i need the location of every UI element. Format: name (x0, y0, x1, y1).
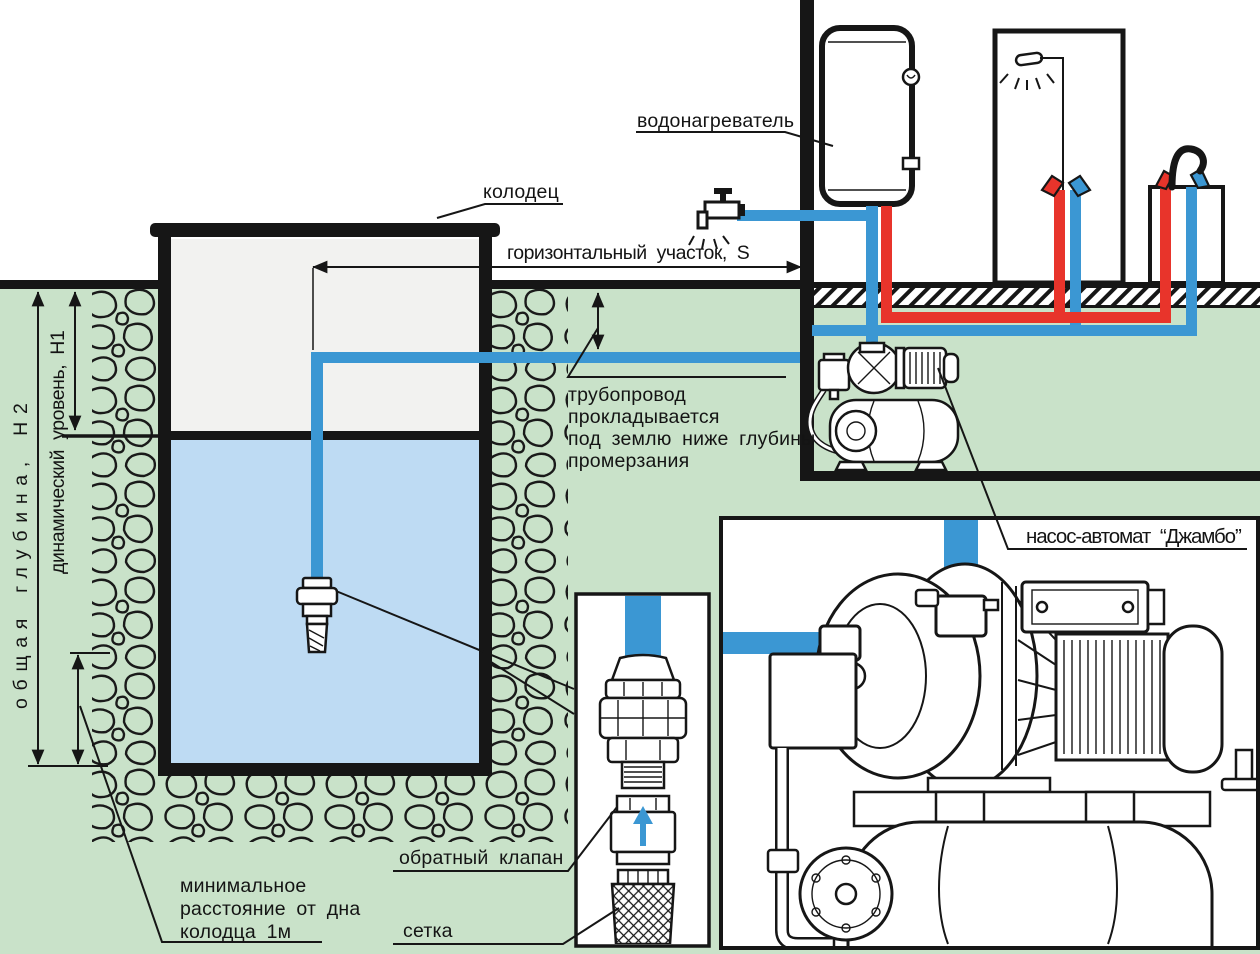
pump-label: насос-автомат “Джамбо” (1026, 525, 1242, 548)
stone-backfill (92, 289, 568, 842)
strainer-figure (610, 868, 676, 944)
sink-faucet-icon (1168, 145, 1207, 191)
check-valve-figure (609, 794, 677, 866)
well-water-line (171, 431, 479, 440)
svg-text:промерзания: промерзания (568, 450, 689, 472)
svg-text:трубопровод: трубопровод (568, 384, 686, 406)
svg-text:под землю ниже глубины: под землю ниже глубины (568, 428, 815, 450)
hot-water-pipes (881, 187, 1171, 323)
shower-hot-tap-icon (1040, 174, 1065, 198)
basement-floor (800, 471, 1260, 481)
suction-pipe (311, 352, 808, 580)
pipeline-note-label: трубопровод прокладывается под землю ниж… (568, 384, 815, 472)
valve-detail-box (574, 592, 711, 948)
svg-text:расстояние от дна: расстояние от дна (180, 898, 360, 920)
horizontal-section-label: горизонтальный участок, S (507, 242, 750, 264)
valve-box-pipe (625, 596, 661, 662)
water-heater (819, 25, 921, 207)
well-wall-right (479, 234, 492, 776)
shower-cold-tap-icon (1067, 174, 1092, 198)
shower-head-icon (999, 51, 1064, 192)
min-distance-label: минимальное расстояние от дна колодца 1м (180, 875, 360, 943)
heater-flange (901, 156, 921, 171)
svg-text:прокладывается: прокладывается (568, 406, 720, 428)
pump-station (806, 341, 960, 472)
pump-inlet-pipe (723, 632, 827, 654)
foot-valve-fitting (295, 576, 339, 654)
pump-detail-box (719, 516, 1260, 950)
ground-line-mid (492, 280, 802, 289)
ground-line-left (0, 280, 158, 289)
water-heater-label: водонагреватель (637, 110, 794, 132)
check-valve-label: обратный клапан (399, 847, 563, 869)
total-depth-label: общая глубина, Н2 (10, 403, 32, 709)
well (150, 223, 500, 776)
sink-cold-stub-icon (1189, 167, 1211, 190)
dynamic-level-label: динамический уровень, Н1 (47, 330, 69, 574)
dimension-arrows (28, 260, 802, 767)
well-bottom (158, 763, 492, 776)
svg-text:минимальное: минимальное (180, 875, 306, 897)
svg-text:колодца 1м: колодца 1м (180, 921, 291, 943)
well-label: колодец (483, 181, 559, 203)
heater-gauge-icon (901, 67, 921, 87)
wall-faucet-icon (688, 188, 745, 250)
leader-lines (79, 131, 1247, 945)
house-wall (800, 0, 814, 481)
strainer-label: сетка (403, 920, 453, 942)
well-lid (150, 223, 500, 237)
well-wall-left (158, 234, 171, 776)
cold-water-pipes (737, 187, 1197, 350)
